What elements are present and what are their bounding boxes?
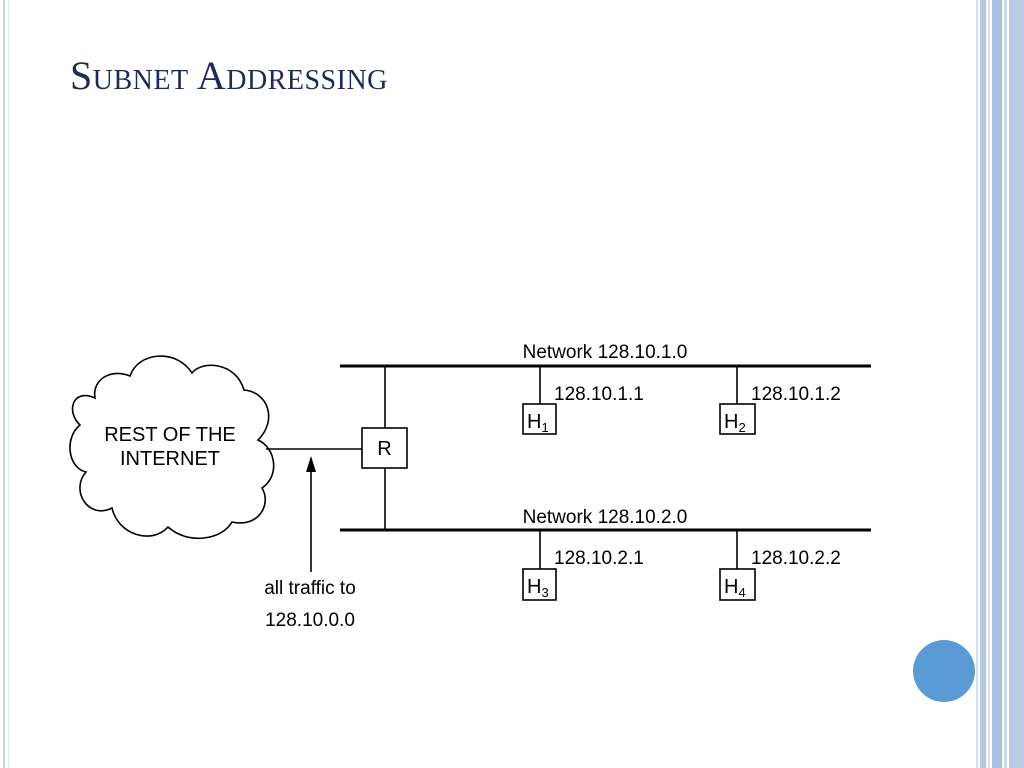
cloud-label: INTERNET (120, 448, 220, 470)
internet-cloud (69, 355, 275, 539)
host-address: 128.10.1.2 (751, 384, 841, 405)
right-border-stripe (980, 0, 986, 768)
host-letter: H (527, 576, 541, 598)
accent-circle-decoration (913, 640, 975, 702)
host-label: H1 (527, 411, 549, 435)
host-letter: H (527, 411, 541, 433)
traffic-arrowhead-icon (306, 456, 316, 472)
host-subscript: 4 (738, 585, 745, 600)
host-subscript: 1 (541, 420, 548, 435)
host-address: 128.10.1.1 (554, 384, 644, 405)
cloud-label: REST OF THE (104, 424, 236, 446)
right-border-stripe (1009, 0, 1024, 768)
traffic-label: 128.10.0.0 (265, 610, 355, 631)
left-border-stripe (3, 0, 5, 768)
host-subscript: 3 (541, 585, 548, 600)
network-label-bottom: Network 128.10.2.0 (523, 507, 688, 528)
left-border-decoration (0, 0, 14, 768)
right-border-stripe (1004, 0, 1007, 768)
host-label: H2 (724, 411, 746, 435)
right-border-stripe (988, 0, 990, 768)
router-box (361, 427, 408, 469)
slide-title: Subnet Addressing (70, 53, 388, 98)
host-label: H3 (527, 576, 549, 600)
host-label: H4 (724, 576, 746, 600)
network-label-top: Network 128.10.1.0 (523, 342, 688, 363)
host-address: 128.10.2.1 (554, 548, 644, 569)
right-border-decoration (976, 0, 1024, 768)
host-address: 128.10.2.2 (751, 548, 841, 569)
host-box (719, 403, 756, 435)
host-box (719, 568, 756, 601)
host-letter: H (724, 576, 738, 598)
left-border-stripe (8, 0, 9, 768)
router-label: R (377, 438, 391, 460)
traffic-label: all traffic to (264, 578, 356, 599)
right-border-stripe (992, 0, 1002, 768)
right-border-stripe (976, 0, 978, 768)
host-subscript: 2 (738, 420, 745, 435)
host-letter: H (724, 411, 738, 433)
host-box (522, 568, 557, 601)
host-box (522, 403, 557, 435)
